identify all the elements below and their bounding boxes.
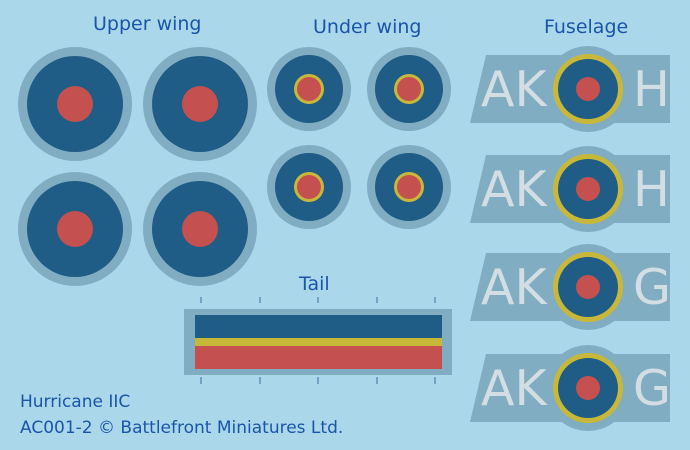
fuselage-code-prefix: AK xyxy=(481,61,549,118)
fuselage-roundel xyxy=(545,146,631,232)
fuselage-code-decal: AK H xyxy=(470,146,670,232)
fuselage-code-prefix: AK xyxy=(481,360,549,417)
fuselage-code-prefix: AK xyxy=(481,259,549,316)
under-wing-roundel xyxy=(267,47,351,131)
fuselage-code-decal: AK G xyxy=(470,345,671,431)
fuselage-code-suffix: H xyxy=(633,161,670,218)
fuselage-code-suffix: G xyxy=(633,259,671,316)
fuselage-roundel xyxy=(545,46,631,132)
fuselage-code-suffix: G xyxy=(633,360,671,417)
upper-wing-roundel xyxy=(18,172,132,286)
under-wing-heading: Under wing xyxy=(313,16,422,38)
fuselage-roundel xyxy=(545,244,631,330)
fuselage-heading: Fuselage xyxy=(544,16,629,38)
fuselage-roundel xyxy=(545,345,631,431)
model-name: Hurricane IIC xyxy=(20,392,131,412)
upper-wing-roundel xyxy=(18,47,132,161)
under-wing-roundel xyxy=(367,145,451,229)
tail-heading: Tail xyxy=(299,273,330,295)
copyright-text: AC001-2 © Battlefront Miniatures Ltd. xyxy=(20,418,344,438)
upper-wing-heading: Upper wing xyxy=(93,13,202,35)
tail-flash xyxy=(184,297,452,384)
upper-wing-roundel xyxy=(143,47,257,161)
under-wing-roundel xyxy=(367,47,451,131)
fuselage-code-decal: AK H xyxy=(470,46,670,132)
fuselage-code-suffix: H xyxy=(633,61,670,118)
fuselage-code-prefix: AK xyxy=(481,161,549,218)
under-wing-roundel xyxy=(267,145,351,229)
fuselage-code-decal: AK G xyxy=(470,244,671,330)
upper-wing-roundel xyxy=(143,172,257,286)
